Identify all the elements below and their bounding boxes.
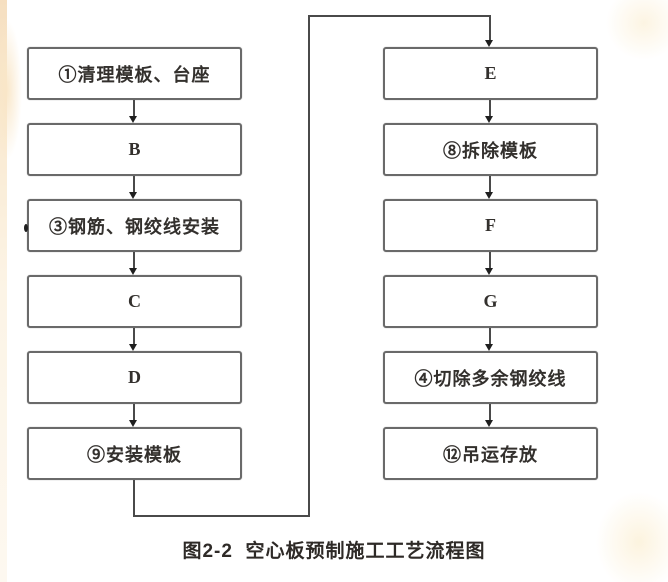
connector-line [489,404,491,420]
scan-stain-top-right [606,0,668,60]
arrow-down-icon [485,192,493,199]
flow-box-c: C [27,275,242,328]
feedback-connector-segment [308,15,310,517]
flow-box-label: ⑧拆除模板 [443,140,538,161]
flow-box-e: E [383,47,598,100]
flow-box-label: F [485,215,496,235]
figure-caption: 图2-2 空心板预制施工工艺流程图 [182,541,486,562]
flow-box-label: D [128,367,141,387]
connector-line [133,252,135,268]
arrow-down-icon [129,268,137,275]
scan-stain-left-blob [0,20,22,160]
flow-box-label: E [484,63,497,83]
connector-line [133,176,135,192]
connector-line [133,100,135,116]
flow-box-clean-formwork: ①清理模板、台座 [27,47,242,100]
arrow-down-icon [485,268,493,275]
connector-line [489,328,491,344]
flow-box-f: F [383,199,598,252]
flow-box-b: B [27,123,242,176]
flow-box-label: ④切除多余钢绞线 [414,368,567,389]
arrow-down-icon [129,116,137,123]
flow-box-label: C [128,291,141,311]
feedback-connector-segment [308,15,491,17]
arrow-down-icon [129,344,137,351]
feedback-connector-segment [133,515,310,517]
arrow-down-icon [129,192,137,199]
arrow-down-icon [485,116,493,123]
flow-box-label: B [128,139,141,159]
arrow-down-icon [485,344,493,351]
arrow-down-icon [485,420,493,427]
flow-box-d: D [27,351,242,404]
connector-line [133,404,135,420]
flow-box-hoist-storage: ⑫吊运存放 [383,427,598,480]
feedback-connector-segment [489,15,491,40]
scan-artifact-mark [24,224,28,232]
connector-line [489,252,491,268]
connector-line [489,176,491,192]
flow-box-rebar-strand-install: ③钢筋、钢绞线安装 [27,199,242,252]
arrow-down-icon [129,420,137,427]
flow-box-cut-strands: ④切除多余钢绞线 [383,351,598,404]
flow-box-label: ①清理模板、台座 [58,64,211,85]
feedback-connector-segment [133,480,135,517]
flow-box-label: ⑫吊运存放 [443,444,538,465]
flow-box-label: ③钢筋、钢绞线安装 [49,216,220,237]
flow-box-label: G [483,291,498,311]
flow-box-g: G [383,275,598,328]
flow-box-install-formwork: ⑨安装模板 [27,427,242,480]
arrow-down-icon [485,40,493,47]
connector-line [489,100,491,116]
flow-box-label: ⑨安装模板 [87,444,182,465]
flow-box-remove-formwork: ⑧拆除模板 [383,123,598,176]
connector-line [133,328,135,344]
scan-stain-left [0,0,7,582]
